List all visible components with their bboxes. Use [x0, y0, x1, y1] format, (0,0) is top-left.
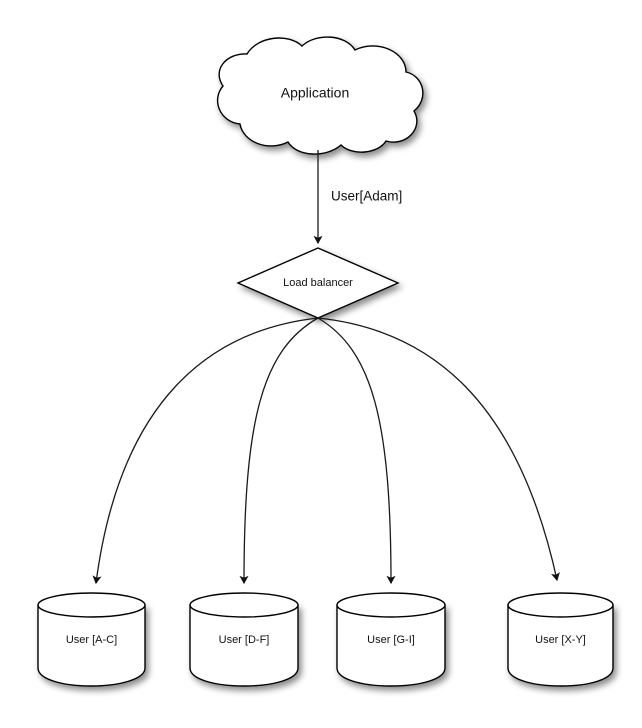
- edge-application-to-load-balancer: User[Adam]: [313, 150, 402, 245]
- node-database-1[interactable]: User [D-F]: [189, 592, 299, 687]
- node-database-2[interactable]: User [G-I]: [336, 592, 446, 687]
- application-label: Application: [281, 85, 350, 101]
- database-2-label: User [G-I]: [367, 634, 415, 646]
- database-0-label: User [A-C]: [66, 634, 117, 646]
- node-database-0[interactable]: User [A-C]: [37, 592, 146, 687]
- edge-lb-to-db-0: [92, 317, 319, 585]
- database-3-label: User [X-Y]: [535, 634, 586, 646]
- edge-lb-to-db-1: [239, 317, 319, 585]
- load-balancer-label: Load balancer: [283, 277, 353, 289]
- edge-lb-to-db-3: [317, 317, 560, 582]
- node-load-balancer[interactable]: Load balancer: [236, 247, 400, 319]
- edge-label-user-adam: User[Adam]: [331, 189, 402, 204]
- node-application[interactable]: Application: [217, 36, 424, 155]
- node-database-3[interactable]: User [X-Y]: [507, 592, 614, 687]
- edge-lb-to-db-2: [317, 317, 396, 585]
- database-1-label: User [D-F]: [219, 634, 270, 646]
- edges-load-balancer-to-databases: [92, 317, 560, 585]
